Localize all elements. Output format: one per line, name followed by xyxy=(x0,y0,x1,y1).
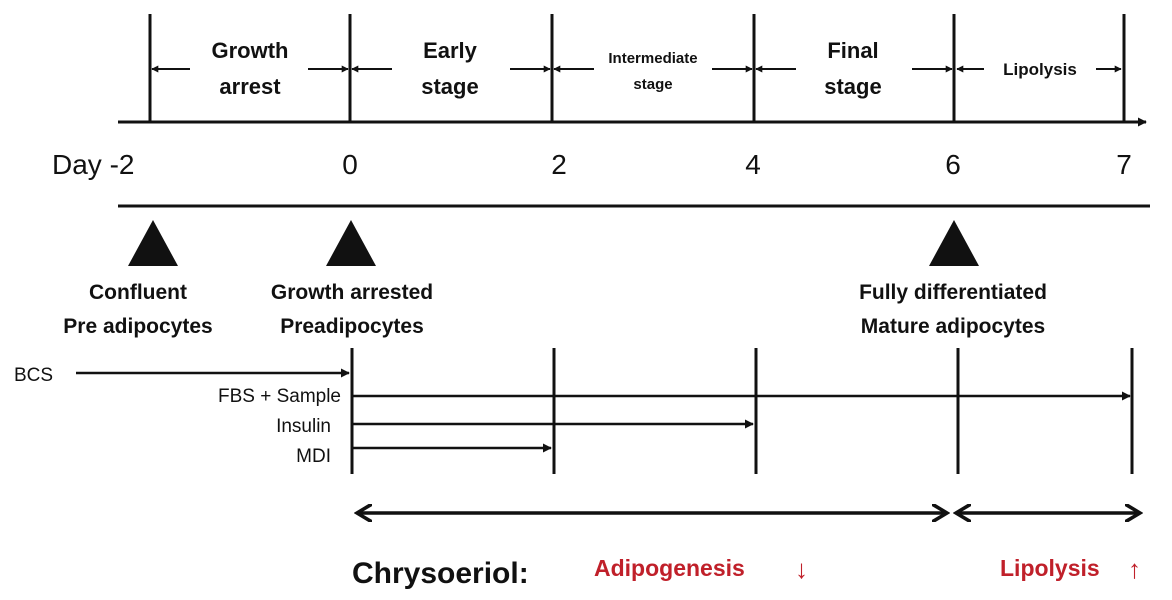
treatment-label-fbs-sample: FBS + Sample xyxy=(218,386,341,407)
day-label-minus2: Day -2 xyxy=(52,149,134,180)
event-fully-differentiated-line2: Mature adipocytes xyxy=(861,315,1045,338)
stage-lipolysis: Lipolysis xyxy=(1003,60,1077,79)
lipolysis-effect-label: Lipolysis xyxy=(1000,555,1100,581)
treatment-day-lines xyxy=(350,348,1134,474)
treatment-label-bcs: BCS xyxy=(14,365,53,386)
triangle-marker-fully-differentiated xyxy=(929,220,979,266)
stage-growth-arrest-line2: arrest xyxy=(219,74,281,99)
day-label-2: 2 xyxy=(551,149,567,180)
stage-intermediate-line1: Intermediate xyxy=(608,50,697,67)
stage-intermediate-line2: stage xyxy=(633,76,672,93)
event-confluent-line1: Confluent xyxy=(89,281,187,304)
stage-early-line2: stage xyxy=(421,74,478,99)
day-label-0: 0 xyxy=(342,149,358,180)
down-arrow-icon: ↓ xyxy=(795,554,808,584)
day-label-6: 6 xyxy=(945,149,961,180)
compound-label: Chrysoeriol: xyxy=(352,557,529,590)
stage-boundaries xyxy=(148,14,1126,122)
stage-final-line2: stage xyxy=(824,74,881,99)
stage-final-line1: Final xyxy=(827,38,878,63)
up-arrow-icon: ↑ xyxy=(1128,554,1141,584)
event-confluent-line2: Pre adipocytes xyxy=(63,315,212,338)
stage-growth-arrest-line1: Growth xyxy=(212,38,289,63)
event-growth-arrested-line1: Growth arrested xyxy=(271,281,433,304)
day-label-4: 4 xyxy=(745,149,761,180)
treatment-label-insulin: Insulin xyxy=(276,416,331,437)
day-label-7: 7 xyxy=(1116,149,1132,180)
adipogenesis-effect-label: Adipogenesis xyxy=(594,555,745,581)
event-growth-arrested-line2: Preadipocytes xyxy=(280,315,424,338)
triangle-marker-confluent xyxy=(128,220,178,266)
event-fully-differentiated-line1: Fully differentiated xyxy=(859,281,1047,304)
stage-early-line1: Early xyxy=(423,38,478,63)
treatment-label-mdi: MDI xyxy=(296,446,331,467)
triangle-marker-growth-arrested xyxy=(326,220,376,266)
